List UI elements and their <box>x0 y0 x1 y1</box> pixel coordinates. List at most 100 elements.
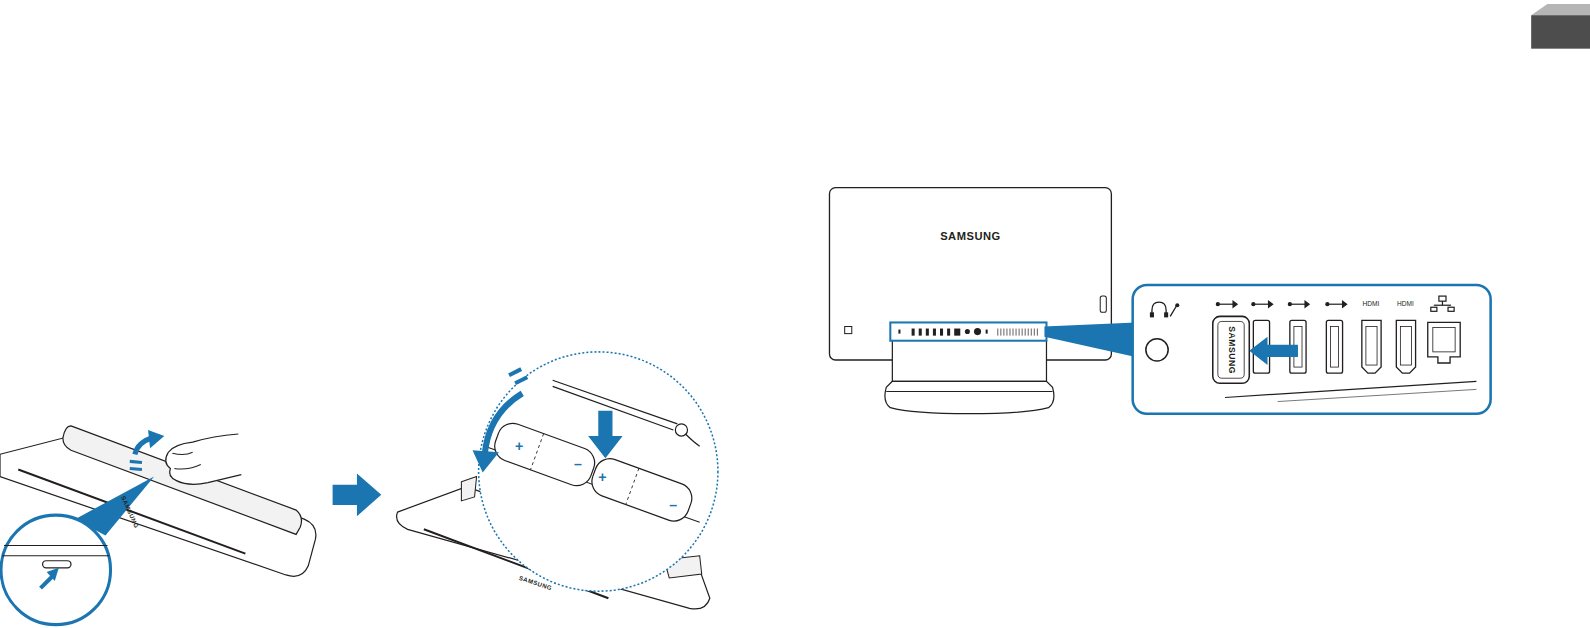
illustration-part <box>1343 301 1347 307</box>
illustration-part <box>148 430 164 448</box>
illustration-part <box>1022 329 1023 336</box>
polarity-mark: – <box>669 498 677 512</box>
illustration-part <box>997 329 998 336</box>
illustration-part <box>986 330 988 334</box>
illustration-part <box>473 450 499 472</box>
illustration-part <box>1016 329 1017 336</box>
illustration-part <box>933 329 936 336</box>
illustration-part <box>1133 285 1491 414</box>
illustration-part <box>1213 316 1250 383</box>
illustration-part <box>1025 329 1026 336</box>
brand-logo: SAMSUNG <box>940 231 1001 242</box>
illustration-part <box>1290 304 1305 305</box>
illustration-part <box>1330 327 1338 368</box>
illustration-part <box>1531 4 1590 15</box>
illustration-part <box>1216 301 1346 307</box>
illustration-part <box>1531 15 1590 48</box>
illustration-part <box>1249 337 1298 365</box>
illustration-part <box>1225 381 1476 397</box>
illustration-part <box>1216 303 1219 306</box>
illustration-part <box>1100 296 1106 312</box>
illustration-part <box>172 452 200 469</box>
illustration-part <box>553 386 674 430</box>
illustration-part <box>1 515 111 625</box>
illustration-part <box>553 380 678 424</box>
illustration-part <box>1164 312 1168 317</box>
illustration-part <box>1428 322 1460 363</box>
illustration-part <box>1175 303 1179 307</box>
illustration-part <box>1326 303 1329 306</box>
illustration-part <box>1431 296 1454 311</box>
illustration-part <box>845 327 852 334</box>
illustration-part <box>1433 328 1455 352</box>
illustration-part <box>1366 327 1377 366</box>
illustration-part <box>1233 301 1237 307</box>
illustration-part <box>1269 301 1273 307</box>
illustration-part <box>47 568 59 581</box>
illustration-part <box>130 468 142 469</box>
illustration-part <box>1326 320 1342 373</box>
polarity-mark: + <box>598 469 606 483</box>
illustration-part <box>919 329 922 336</box>
illustration-part <box>1034 329 1035 336</box>
illustration-part <box>1439 296 1446 301</box>
illustration-part <box>4 545 107 546</box>
illustration-part <box>1396 320 1415 373</box>
illustration-part <box>1037 329 1038 336</box>
illustration-part <box>1044 322 1135 356</box>
illustration-part <box>1448 307 1454 311</box>
illustration-part <box>1152 302 1166 316</box>
illustration-part <box>1013 329 1014 336</box>
illustration-part <box>1003 329 1004 336</box>
illustration-part <box>1288 303 1291 306</box>
illustration-part <box>626 468 639 504</box>
illustration-part <box>892 341 1046 382</box>
illustration-part <box>1278 389 1477 401</box>
illustration-part <box>1170 306 1176 316</box>
illustration-part <box>1218 321 1244 378</box>
port-label: HDMI <box>1397 301 1414 308</box>
illustration-part <box>1400 327 1411 366</box>
illustration-part <box>1434 305 1451 306</box>
illustration-part <box>588 411 622 459</box>
illustration-part <box>1000 329 1001 336</box>
illustration-part <box>685 434 699 446</box>
brand-logo: SAMSUNG <box>1227 326 1236 374</box>
illustration-part <box>166 434 242 484</box>
illustration-part <box>1431 307 1437 311</box>
illustration-part <box>41 576 53 588</box>
illustration-part <box>974 328 981 335</box>
illustration-part <box>1146 339 1168 361</box>
illustration-part <box>1294 327 1455 368</box>
polarity-mark: – <box>574 457 582 471</box>
illustration-part <box>43 561 71 568</box>
illustration-part <box>490 419 696 525</box>
illustration-part <box>333 474 382 517</box>
illustration-part <box>890 322 1046 340</box>
port-label: HDMI <box>1363 301 1380 308</box>
illustration-part <box>947 329 950 336</box>
illustration-part <box>886 391 1052 392</box>
illustration-part <box>965 329 970 334</box>
illustration-part <box>1218 304 1233 305</box>
illustration-part <box>1150 312 1154 317</box>
illustration-part <box>461 477 476 501</box>
illustration-part <box>130 461 142 462</box>
illustration-part <box>490 419 598 490</box>
illustration-part <box>1009 329 1010 336</box>
illustration-part <box>898 330 900 334</box>
illustration-part <box>1305 301 1309 307</box>
illustration-part <box>1031 329 1032 336</box>
illustration-part <box>898 328 987 336</box>
illustration-part <box>515 377 527 383</box>
illustration-part <box>530 434 543 470</box>
illustration-part <box>1327 304 1342 305</box>
illustration-part <box>1253 304 1268 305</box>
illustration-part <box>912 329 915 336</box>
illustration-part <box>509 369 521 375</box>
illustration-part <box>885 381 1054 413</box>
illustration-part <box>479 352 718 591</box>
illustration-part <box>926 329 929 336</box>
